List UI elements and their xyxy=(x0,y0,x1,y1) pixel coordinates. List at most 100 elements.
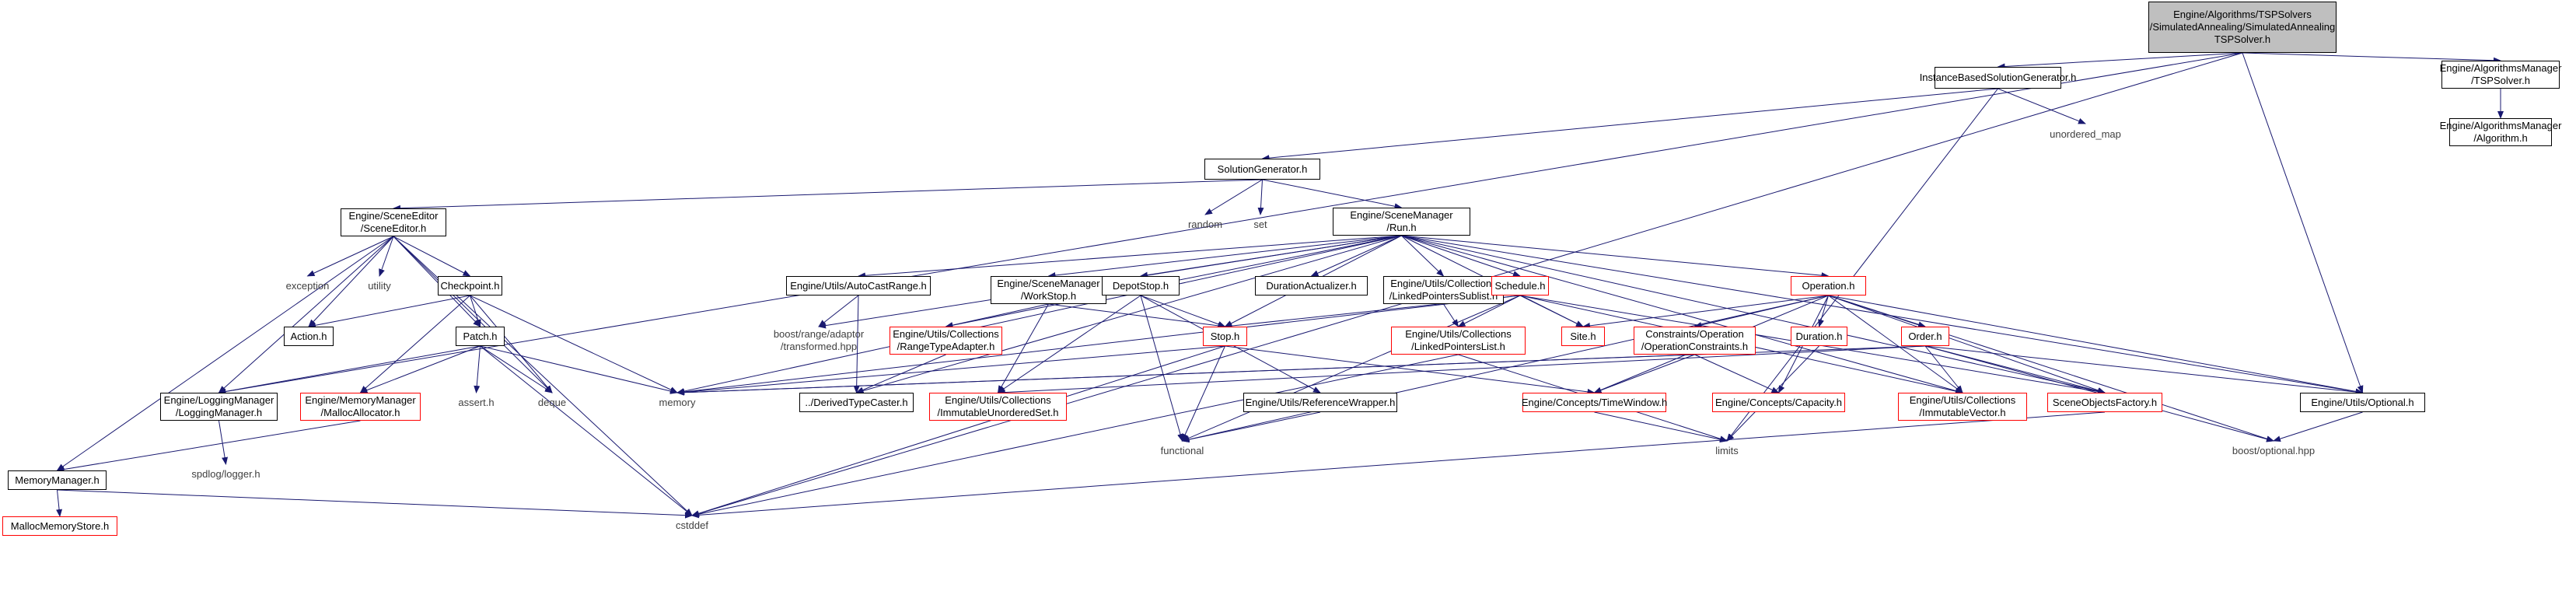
node-memmgr[interactable]: MemoryManager.h xyxy=(8,470,107,490)
edge-operation-to-site xyxy=(1582,295,1829,329)
node-rangetype[interactable]: Engine/Utils/Collections/RangeTypeAdapte… xyxy=(890,327,1002,355)
node-lps[interactable]: Engine/Utils/Collections/LinkedPointersS… xyxy=(1383,276,1504,304)
node-label-line: Engine/Utils/Collections xyxy=(1390,278,1497,289)
node-label-line: Engine/SceneManager xyxy=(997,278,1100,289)
node-ibsg[interactable]: InstanceBasedSolutionGenerator.h xyxy=(1920,67,2076,89)
node-label-line: /WorkStop.h xyxy=(1020,290,1077,302)
node-label-line: assert.h xyxy=(458,396,495,408)
node-label-line: memory xyxy=(659,396,696,408)
edge-order-to-ius xyxy=(997,345,1926,396)
node-duract[interactable]: DurationActualizer.h xyxy=(1255,276,1368,296)
node-label-line: MallocMemoryStore.h xyxy=(10,519,110,532)
node-memory[interactable]: memory xyxy=(654,393,701,412)
node-label-line: Engine/AlgorithmsManager xyxy=(2439,120,2562,131)
node-solgen[interactable]: SolutionGenerator.h xyxy=(1204,159,1320,180)
edge-run-to-memory xyxy=(676,235,1402,395)
edge-order-to-optional xyxy=(1924,345,2364,396)
node-logging[interactable]: Engine/LoggingManager/LoggingManager.h xyxy=(160,393,278,421)
node-label-line: Stop.h xyxy=(1210,330,1240,342)
edge-root-to-am-tsp xyxy=(2242,52,2501,64)
node-site[interactable]: Site.h xyxy=(1561,327,1605,346)
edge-checkpoint-to-memory xyxy=(470,295,678,393)
node-random[interactable]: random xyxy=(1176,215,1235,234)
edge-sceneeditor-to-checkpoint xyxy=(393,236,471,277)
node-boostrange[interactable]: boost/range/adaptor/transformed.hpp xyxy=(767,327,870,355)
node-operation[interactable]: Operation.h xyxy=(1791,276,1866,296)
node-limits[interactable]: limits xyxy=(1704,441,1750,460)
node-label-line: Checkpoint.h xyxy=(440,279,500,292)
node-boostopt[interactable]: boost/optional.hpp xyxy=(2224,441,2323,460)
edge-schedule-to-lpl xyxy=(1457,295,1521,327)
edge-solgen-to-sceneeditor xyxy=(393,179,1263,212)
edge-checkpoint-to-action xyxy=(308,295,470,329)
node-imvec[interactable]: Engine/Utils/Collections/ImmutableVector… xyxy=(1898,393,2027,421)
node-autocast[interactable]: Engine/Utils/AutoCastRange.h xyxy=(786,276,931,296)
node-am-tsp[interactable]: Engine/AlgorithmsManager/TSPSolver.h xyxy=(2440,61,2561,89)
edge-depotstop-to-ius xyxy=(997,295,1141,393)
node-label-line: /Algorithm.h xyxy=(2473,132,2528,144)
node-label-line: /LoggingManager.h xyxy=(175,407,263,418)
node-patch[interactable]: Patch.h xyxy=(456,327,505,346)
node-assert[interactable]: assert.h xyxy=(452,393,501,412)
node-run[interactable]: Engine/SceneManager/Run.h xyxy=(1333,208,1470,236)
node-schedule[interactable]: Schedule.h xyxy=(1491,276,1549,296)
node-label-line: /LinkedPointersSublist.h xyxy=(1389,290,1498,302)
edge-sceneeditor-to-memmgr xyxy=(56,236,394,471)
node-capacity[interactable]: Engine/Concepts/Capacity.h xyxy=(1712,393,1845,412)
node-label-line: /SceneEditor.h xyxy=(360,222,427,234)
edge-autocast-to-dtc xyxy=(853,295,860,393)
node-label-line: /LinkedPointersList.h xyxy=(1411,341,1505,352)
edge-patch-to-logging xyxy=(218,345,481,395)
node-lpl[interactable]: Engine/Utils/Collections/LinkedPointersL… xyxy=(1391,327,1526,355)
node-cstddef[interactable]: cstddef xyxy=(669,516,715,535)
node-spdlog[interactable]: spdlog/logger.h xyxy=(180,464,271,484)
node-deque[interactable]: deque xyxy=(529,393,575,412)
edge-sceneeditor-to-utility xyxy=(379,236,394,277)
edge-schedule-to-memory xyxy=(676,295,1521,395)
edge-operation-to-boostopt xyxy=(1828,295,2274,442)
node-label-line: boost/range/adaptor xyxy=(773,328,865,340)
node-label-line: MemoryManager.h xyxy=(15,474,100,486)
node-action[interactable]: Action.h xyxy=(284,327,334,346)
node-utility[interactable]: utility xyxy=(355,276,404,296)
node-mallocstore[interactable]: MallocMemoryStore.h xyxy=(2,516,117,536)
node-refwrap[interactable]: Engine/Utils/ReferenceWrapper.h xyxy=(1243,393,1397,412)
edge-run-to-workstop xyxy=(1047,235,1402,278)
node-opcons[interactable]: Constraints/Operation/OperationConstrain… xyxy=(1634,327,1756,355)
node-checkpoint[interactable]: Checkpoint.h xyxy=(438,276,502,296)
node-root[interactable]: Engine/Algorithms/TSPSolvers/SimulatedAn… xyxy=(2148,2,2337,53)
edge-checkpoint-to-malloc-alloc xyxy=(359,295,470,393)
node-label-line: /Run.h xyxy=(1386,222,1417,233)
node-label-line: utility xyxy=(368,279,391,292)
node-label-line: Engine/LoggingManager xyxy=(163,394,274,406)
node-sof[interactable]: SceneObjectsFactory.h xyxy=(2047,393,2162,412)
node-workstop[interactable]: Engine/SceneManager/WorkStop.h xyxy=(991,276,1106,304)
node-depotstop[interactable]: DepotStop.h xyxy=(1102,276,1180,296)
node-sceneeditor[interactable]: Engine/SceneEditor/SceneEditor.h xyxy=(341,208,446,236)
node-order[interactable]: Order.h xyxy=(1901,327,1949,346)
edge-depotstop-to-stop xyxy=(1140,295,1226,327)
node-duration[interactable]: Duration.h xyxy=(1791,327,1847,346)
node-stop[interactable]: Stop.h xyxy=(1203,327,1247,346)
node-functional[interactable]: functional xyxy=(1152,441,1212,460)
node-unordered-map[interactable]: unordered_map xyxy=(2050,124,2121,145)
edge-optional-to-boostopt xyxy=(2273,411,2363,442)
node-exception[interactable]: exception xyxy=(278,276,337,296)
node-label-line: InstanceBasedSolutionGenerator.h xyxy=(1919,72,2077,83)
edge-order-to-imvec xyxy=(1924,345,1963,393)
edge-operation-to-duration xyxy=(1818,295,1829,327)
node-set[interactable]: set xyxy=(1237,215,1284,234)
node-malloc-alloc[interactable]: Engine/MemoryManager/MallocAllocator.h xyxy=(300,393,421,421)
node-optional[interactable]: Engine/Utils/Optional.h xyxy=(2300,393,2425,412)
node-label-line: Duration.h xyxy=(1795,330,1843,342)
node-timewindow[interactable]: Engine/Concepts/TimeWindow.h xyxy=(1522,393,1667,412)
edge-ibsg-to-limits xyxy=(1726,88,1998,442)
node-am-alg[interactable]: Engine/AlgorithmsManager/Algorithm.h xyxy=(2440,118,2561,146)
edge-opcons-to-timewindow xyxy=(1593,354,1695,393)
node-label-line: /TSPSolver.h xyxy=(2471,75,2530,86)
node-ius[interactable]: Engine/Utils/Collections/ImmutableUnorde… xyxy=(929,393,1067,421)
node-dtc[interactable]: ../DerivedTypeCaster.h xyxy=(799,393,914,412)
node-label-line: Engine/Utils/Collections xyxy=(1909,394,2016,406)
node-label-line: Engine/Algorithms/TSPSolvers xyxy=(2173,9,2312,20)
